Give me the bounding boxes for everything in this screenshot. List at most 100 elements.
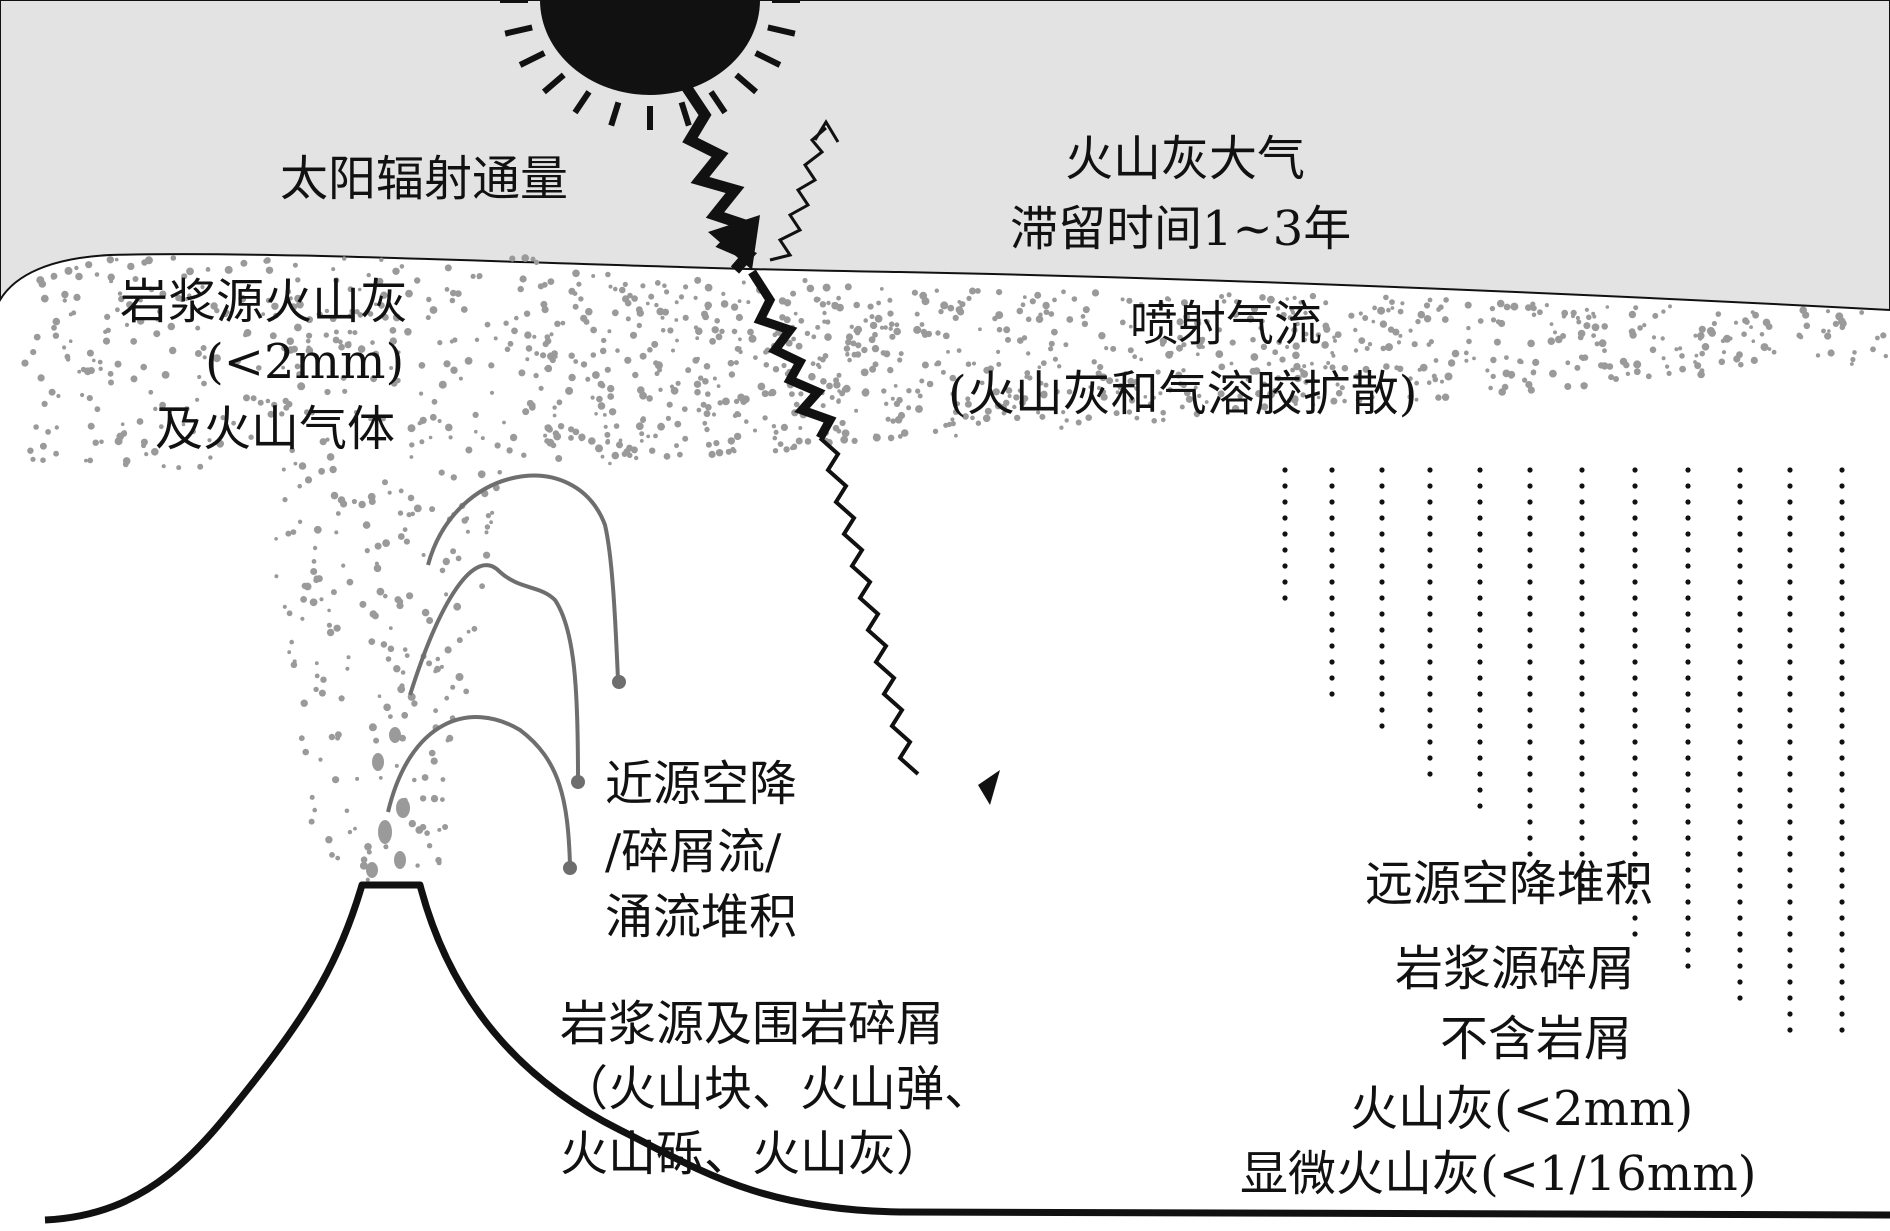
ash-particle <box>1014 414 1021 422</box>
ash-particle <box>867 303 874 310</box>
fallout-dot <box>1329 627 1335 633</box>
ash-particle <box>521 254 529 262</box>
ash-particle <box>30 349 37 356</box>
fallout-dot <box>1579 675 1585 681</box>
fallout-dot <box>1579 499 1585 505</box>
ash-particle <box>1423 302 1431 309</box>
ash-particle <box>675 338 679 343</box>
vent-ash-blobs <box>366 727 410 878</box>
ash-particle <box>290 661 298 669</box>
ash-particle <box>702 378 709 385</box>
ash-particle <box>40 294 49 303</box>
ash-particle <box>1799 306 1807 315</box>
ash-particle <box>600 454 605 459</box>
fallout-dot <box>1787 851 1793 857</box>
fallout-dot <box>1787 739 1793 745</box>
distal-label-5: 显微火山灰(<1/16mm) <box>1240 1146 1757 1202</box>
ash-particle <box>1169 350 1174 356</box>
ash-particle <box>334 530 339 535</box>
ash-particle <box>1266 361 1272 367</box>
ash-particle <box>1397 308 1404 315</box>
ash-particle <box>1231 310 1240 318</box>
fallout-dot <box>1839 931 1845 937</box>
ash-particle <box>572 269 580 278</box>
ash-particle <box>737 299 742 303</box>
ash-particle <box>444 695 450 701</box>
ash-particle <box>884 401 889 406</box>
fallout-dot <box>1632 915 1638 921</box>
fallout-dot <box>1787 659 1793 665</box>
ash-particle <box>115 307 120 313</box>
ash-particle <box>761 390 769 398</box>
ash-particle <box>552 405 557 410</box>
ash-particle <box>888 321 895 328</box>
fallout-dot <box>1737 947 1743 953</box>
ash-particle <box>595 444 603 453</box>
ash-particle <box>1642 323 1647 328</box>
ash-particle <box>946 350 950 354</box>
jet-stream-stipple <box>537 269 1889 466</box>
ash-particle <box>159 401 167 409</box>
ash-particle <box>1298 300 1303 305</box>
ash-particle <box>1880 332 1887 339</box>
ash-particle <box>337 496 346 504</box>
ash-particle <box>709 337 716 345</box>
ash-particle <box>837 389 841 393</box>
ash-particle <box>1565 360 1571 366</box>
ash-particle <box>1310 361 1314 366</box>
ash-particle <box>879 287 884 291</box>
ash-particle <box>1414 397 1419 402</box>
ash-particle <box>1839 319 1847 328</box>
sun-rays <box>500 0 800 130</box>
ash-particle <box>590 395 595 400</box>
ash-particle <box>694 388 701 396</box>
ash-particle <box>1285 344 1290 350</box>
ash-particle <box>1466 338 1472 345</box>
ash-particle <box>626 452 633 459</box>
ash-particle <box>556 399 563 406</box>
ash-particle <box>1104 346 1109 351</box>
ash-particle <box>309 598 318 607</box>
ash-particle <box>1803 322 1811 330</box>
ash-particle <box>1057 364 1062 369</box>
ash-particle <box>915 405 923 413</box>
ash-particle <box>664 289 670 295</box>
ash-particle <box>714 318 720 324</box>
ash-particle <box>80 392 85 398</box>
ash-particle <box>1530 369 1537 376</box>
ash-particle <box>708 450 716 458</box>
ash-particle <box>509 433 518 442</box>
fallout-dot <box>1282 499 1288 505</box>
ash-particle <box>970 415 975 421</box>
ash-particle <box>1586 314 1592 321</box>
ash-particle <box>1250 353 1259 361</box>
ash-particle <box>1419 363 1428 372</box>
ash-particle <box>1132 354 1138 360</box>
fallout-dot <box>1737 595 1743 601</box>
ash-particle <box>1668 304 1672 309</box>
fallout-dot <box>1379 579 1385 585</box>
ash-particle <box>607 393 615 400</box>
ash-particle <box>120 422 125 427</box>
ash-particle <box>555 455 563 462</box>
ash-particle <box>421 608 430 617</box>
ash-particle <box>1180 299 1188 307</box>
ash-particle <box>604 366 611 373</box>
ash-particle <box>544 364 553 373</box>
ash-particle <box>1435 394 1442 401</box>
ash-particle <box>330 589 337 596</box>
ash-particle <box>629 331 638 339</box>
ash-particle <box>314 661 319 666</box>
ash-particle <box>605 438 610 443</box>
ash-particle <box>402 527 408 532</box>
ash-particle <box>106 256 115 264</box>
fallout-dot <box>1329 579 1335 585</box>
ash-particle <box>599 347 607 355</box>
ash-particle <box>456 637 463 644</box>
ash-particle <box>845 352 850 357</box>
ash-particle <box>1447 359 1456 367</box>
ash-particle <box>596 395 603 403</box>
ash-particle <box>415 863 420 868</box>
ash-particle <box>148 389 154 395</box>
ash-particle <box>1574 364 1581 371</box>
